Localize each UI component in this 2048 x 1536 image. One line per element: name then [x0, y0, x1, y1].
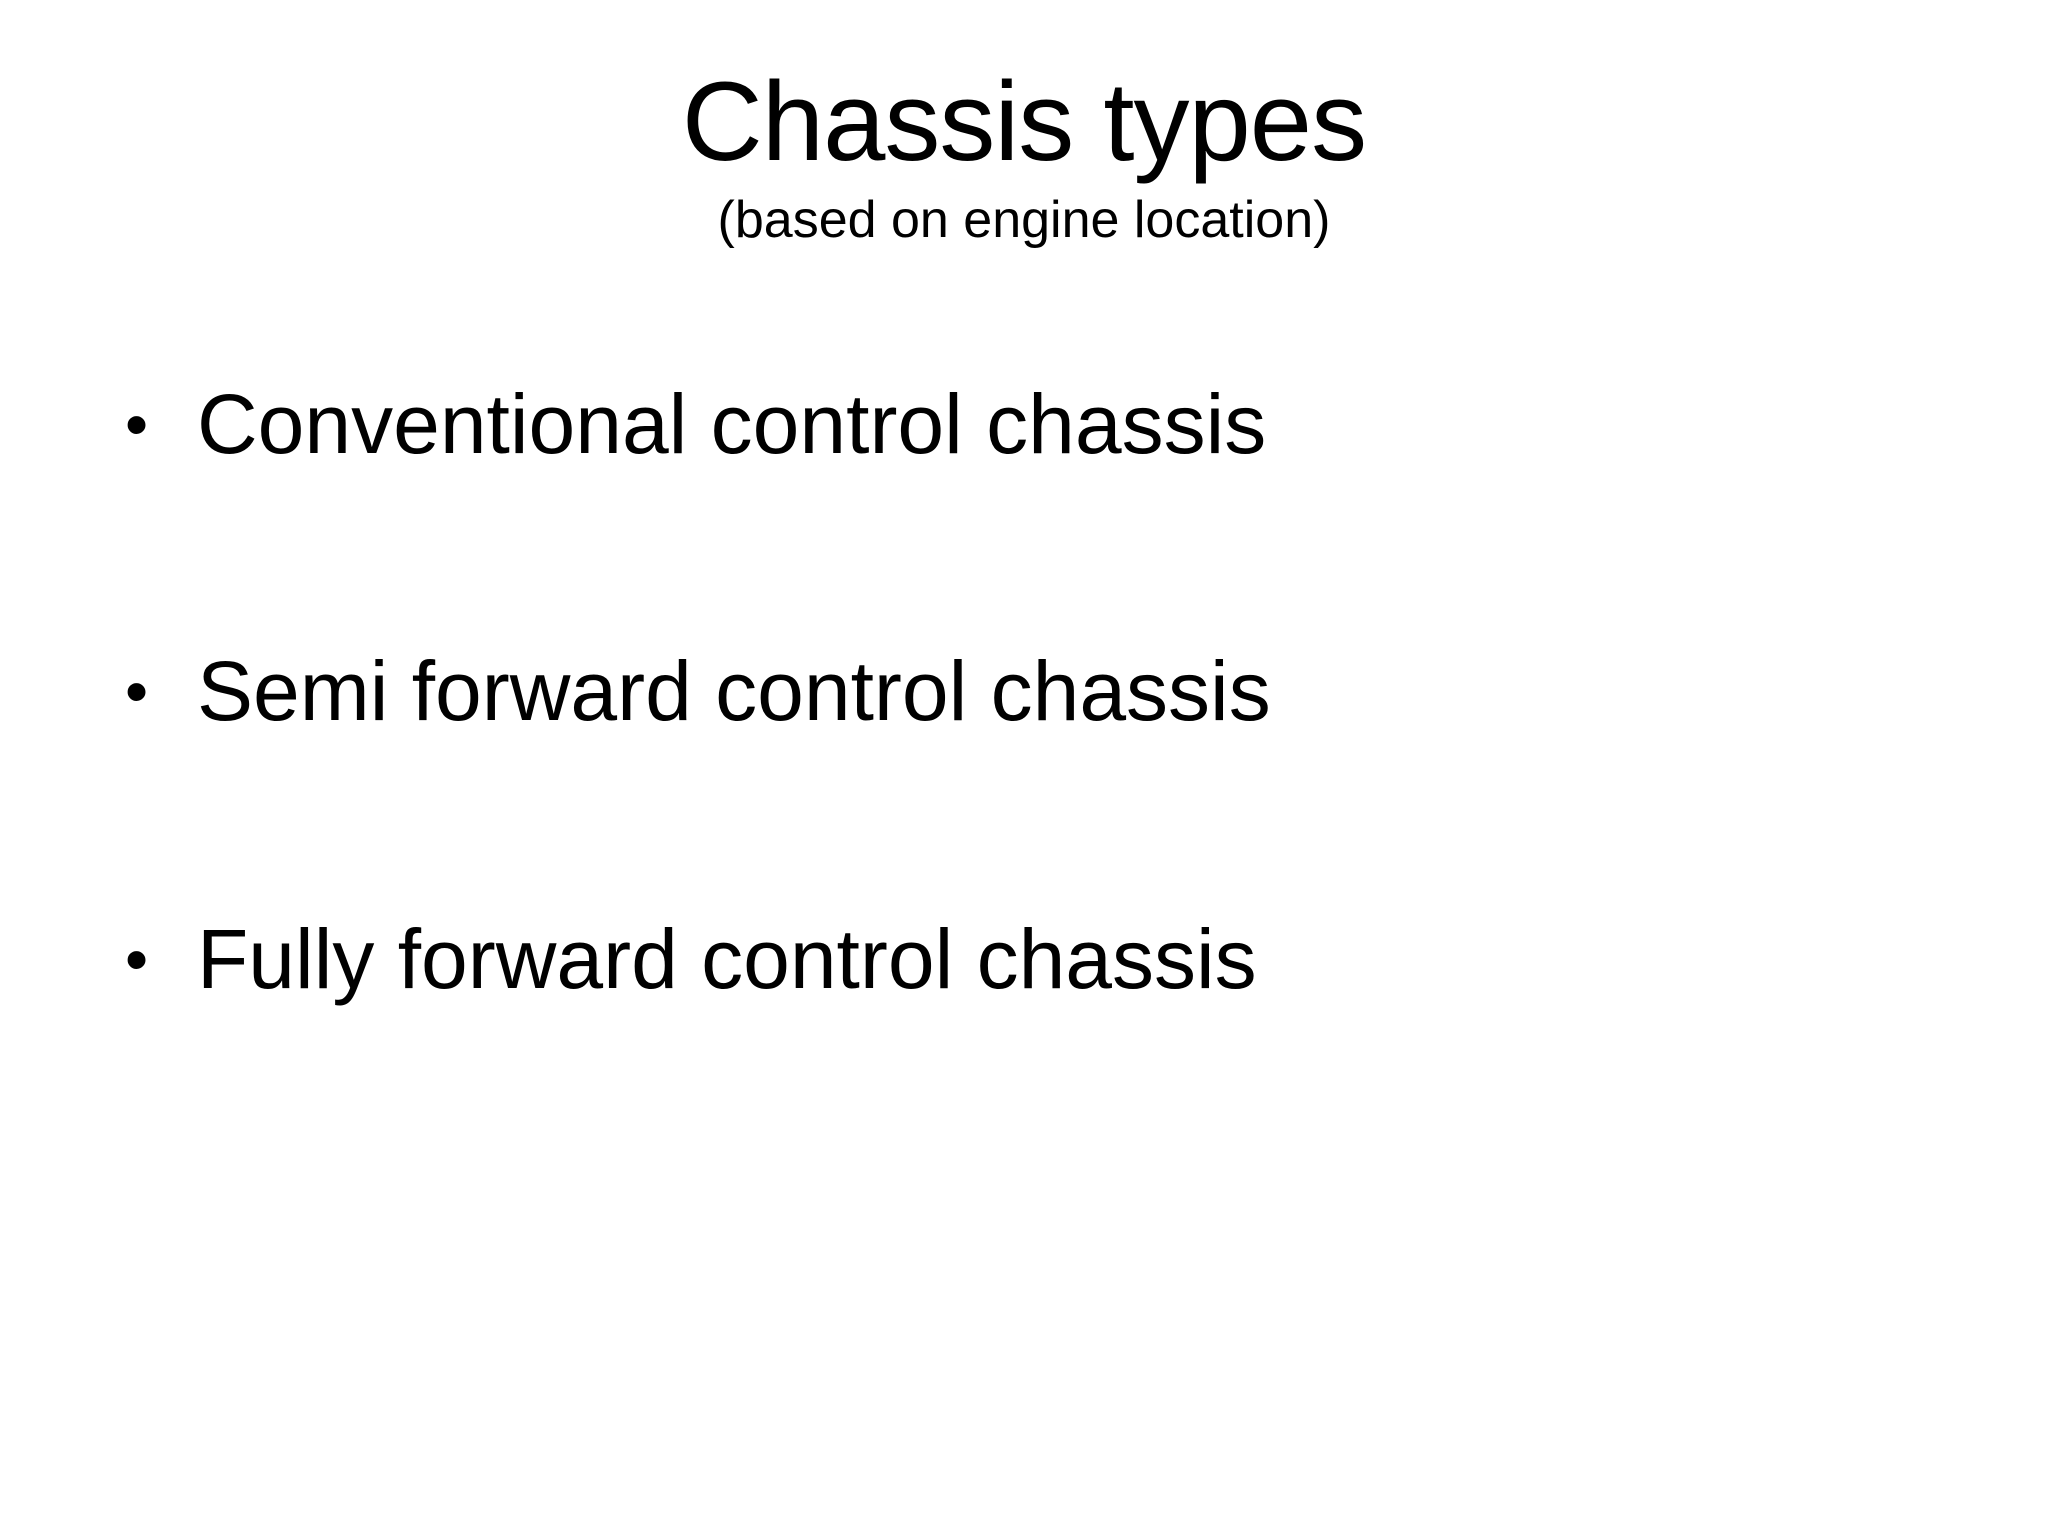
slide-subtitle: (based on engine location) — [717, 190, 1331, 249]
slide-title: Chassis types — [681, 59, 1367, 184]
bullet-marker: • — [125, 654, 149, 729]
bullet-marker: • — [125, 921, 149, 996]
bullet-item: • Fully forward control chassis — [125, 908, 1968, 1010]
bullet-item: • Conventional control chassis — [125, 373, 1968, 475]
bullet-marker: • — [125, 386, 149, 461]
bullet-text: Fully forward control chassis — [197, 911, 1257, 1006]
bullet-text: Conventional control chassis — [197, 376, 1267, 471]
bullet-list: • Conventional control chassis • Semi fo… — [0, 373, 2048, 1010]
bullet-text: Semi forward control chassis — [197, 644, 1271, 739]
slide-header: Chassis types (based on engine location) — [0, 0, 2048, 251]
bullet-item: • Semi forward control chassis — [125, 640, 1968, 742]
